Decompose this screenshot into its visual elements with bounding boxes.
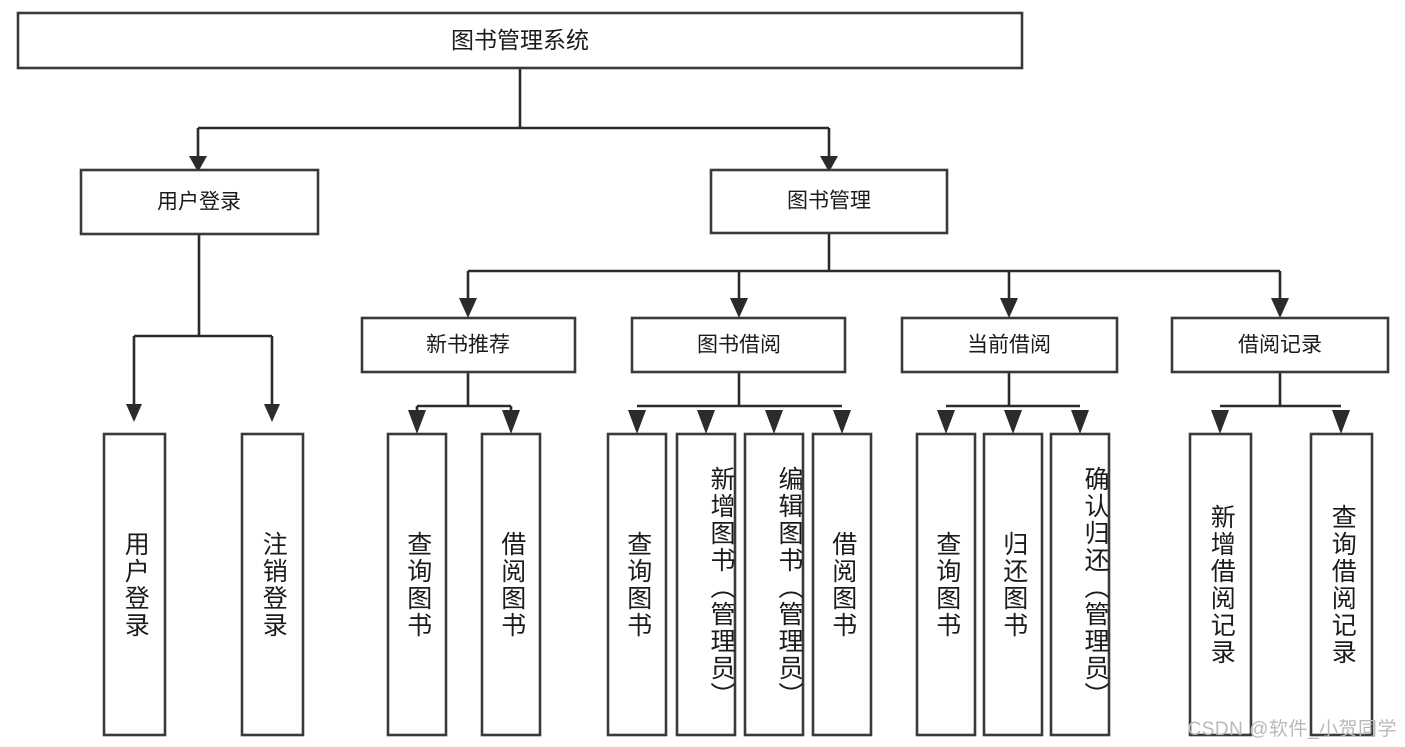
watermark-text: CSDN @软件_小贺同学 <box>1187 719 1397 740</box>
arrow-head-leaf-query-book-3 <box>937 410 955 434</box>
node-book-management[interactable] <box>709 168 949 235</box>
node-user-login[interactable] <box>79 168 320 236</box>
node-current-borrow[interactable] <box>900 316 1119 374</box>
node-leaf-query-book-2[interactable] <box>606 432 668 737</box>
node-leaf-query-record[interactable] <box>1309 432 1374 737</box>
arrow-head-leaf-add-book <box>697 410 715 434</box>
horizontal-label-layer: 图书管理系统 用户登录 图书管理 新书推荐 图书借阅 当前借阅 借阅记录 <box>157 27 1322 356</box>
arrow-head-new-book-recommend <box>459 298 477 318</box>
node-leaf-confirm-return[interactable] <box>1049 432 1111 737</box>
node-leaf-user-login[interactable] <box>102 432 167 737</box>
arrow-head-book-borrow <box>730 298 748 318</box>
arrow-head-borrow-record <box>1271 298 1289 318</box>
arrow-head-current-borrow <box>1000 298 1018 318</box>
node-leaf-borrow-book-1[interactable] <box>480 432 542 737</box>
arrow-head-leaf-query-record <box>1332 410 1350 434</box>
node-current-borrow-label: 当前借阅 <box>967 334 1051 357</box>
arrow-head-user-login <box>189 156 207 172</box>
node-borrow-record-label: 借阅记录 <box>1238 334 1322 357</box>
arrow-head-leaf-return-book <box>1004 410 1022 434</box>
node-leaf-query-book-1[interactable] <box>386 432 448 737</box>
arrow-head-leaf-user-login <box>126 404 142 422</box>
node-leaf-add-record[interactable] <box>1188 432 1253 737</box>
node-leaf-return-book[interactable] <box>982 432 1044 737</box>
node-root-label: 图书管理系统 <box>451 27 589 53</box>
node-leaf-edit-book[interactable] <box>743 432 805 737</box>
node-borrow-record[interactable] <box>1170 316 1390 374</box>
connector-layer <box>126 68 1350 434</box>
arrow-head-leaf-user-logout <box>264 404 280 422</box>
node-book-management-label: 图书管理 <box>787 190 871 213</box>
node-leaf-add-book[interactable] <box>675 432 737 737</box>
node-book-borrow-label: 图书借阅 <box>697 334 781 357</box>
arrow-head-leaf-confirm-return <box>1071 410 1089 434</box>
node-new-book-recommend[interactable] <box>360 316 577 374</box>
node-new-book-recommend-label: 新书推荐 <box>426 334 510 357</box>
arrow-head-leaf-add-record <box>1211 410 1229 434</box>
node-leaf-query-book-3[interactable] <box>915 432 977 737</box>
arrow-head-leaf-query-book-1 <box>408 410 426 434</box>
arrow-head-book-management <box>820 156 838 172</box>
node-layer <box>16 11 1390 737</box>
node-root[interactable] <box>16 11 1024 70</box>
node-book-borrow[interactable] <box>630 316 847 374</box>
arrow-head-leaf-borrow-book-1 <box>502 410 520 434</box>
node-leaf-user-logout[interactable] <box>240 432 305 737</box>
arrow-head-leaf-query-book-2 <box>628 410 646 434</box>
arrow-head-leaf-borrow-book-2 <box>833 410 851 434</box>
arrow-head-leaf-edit-book <box>765 410 783 434</box>
node-leaf-borrow-book-2[interactable] <box>811 432 873 737</box>
node-user-login-label: 用户登录 <box>157 191 241 214</box>
